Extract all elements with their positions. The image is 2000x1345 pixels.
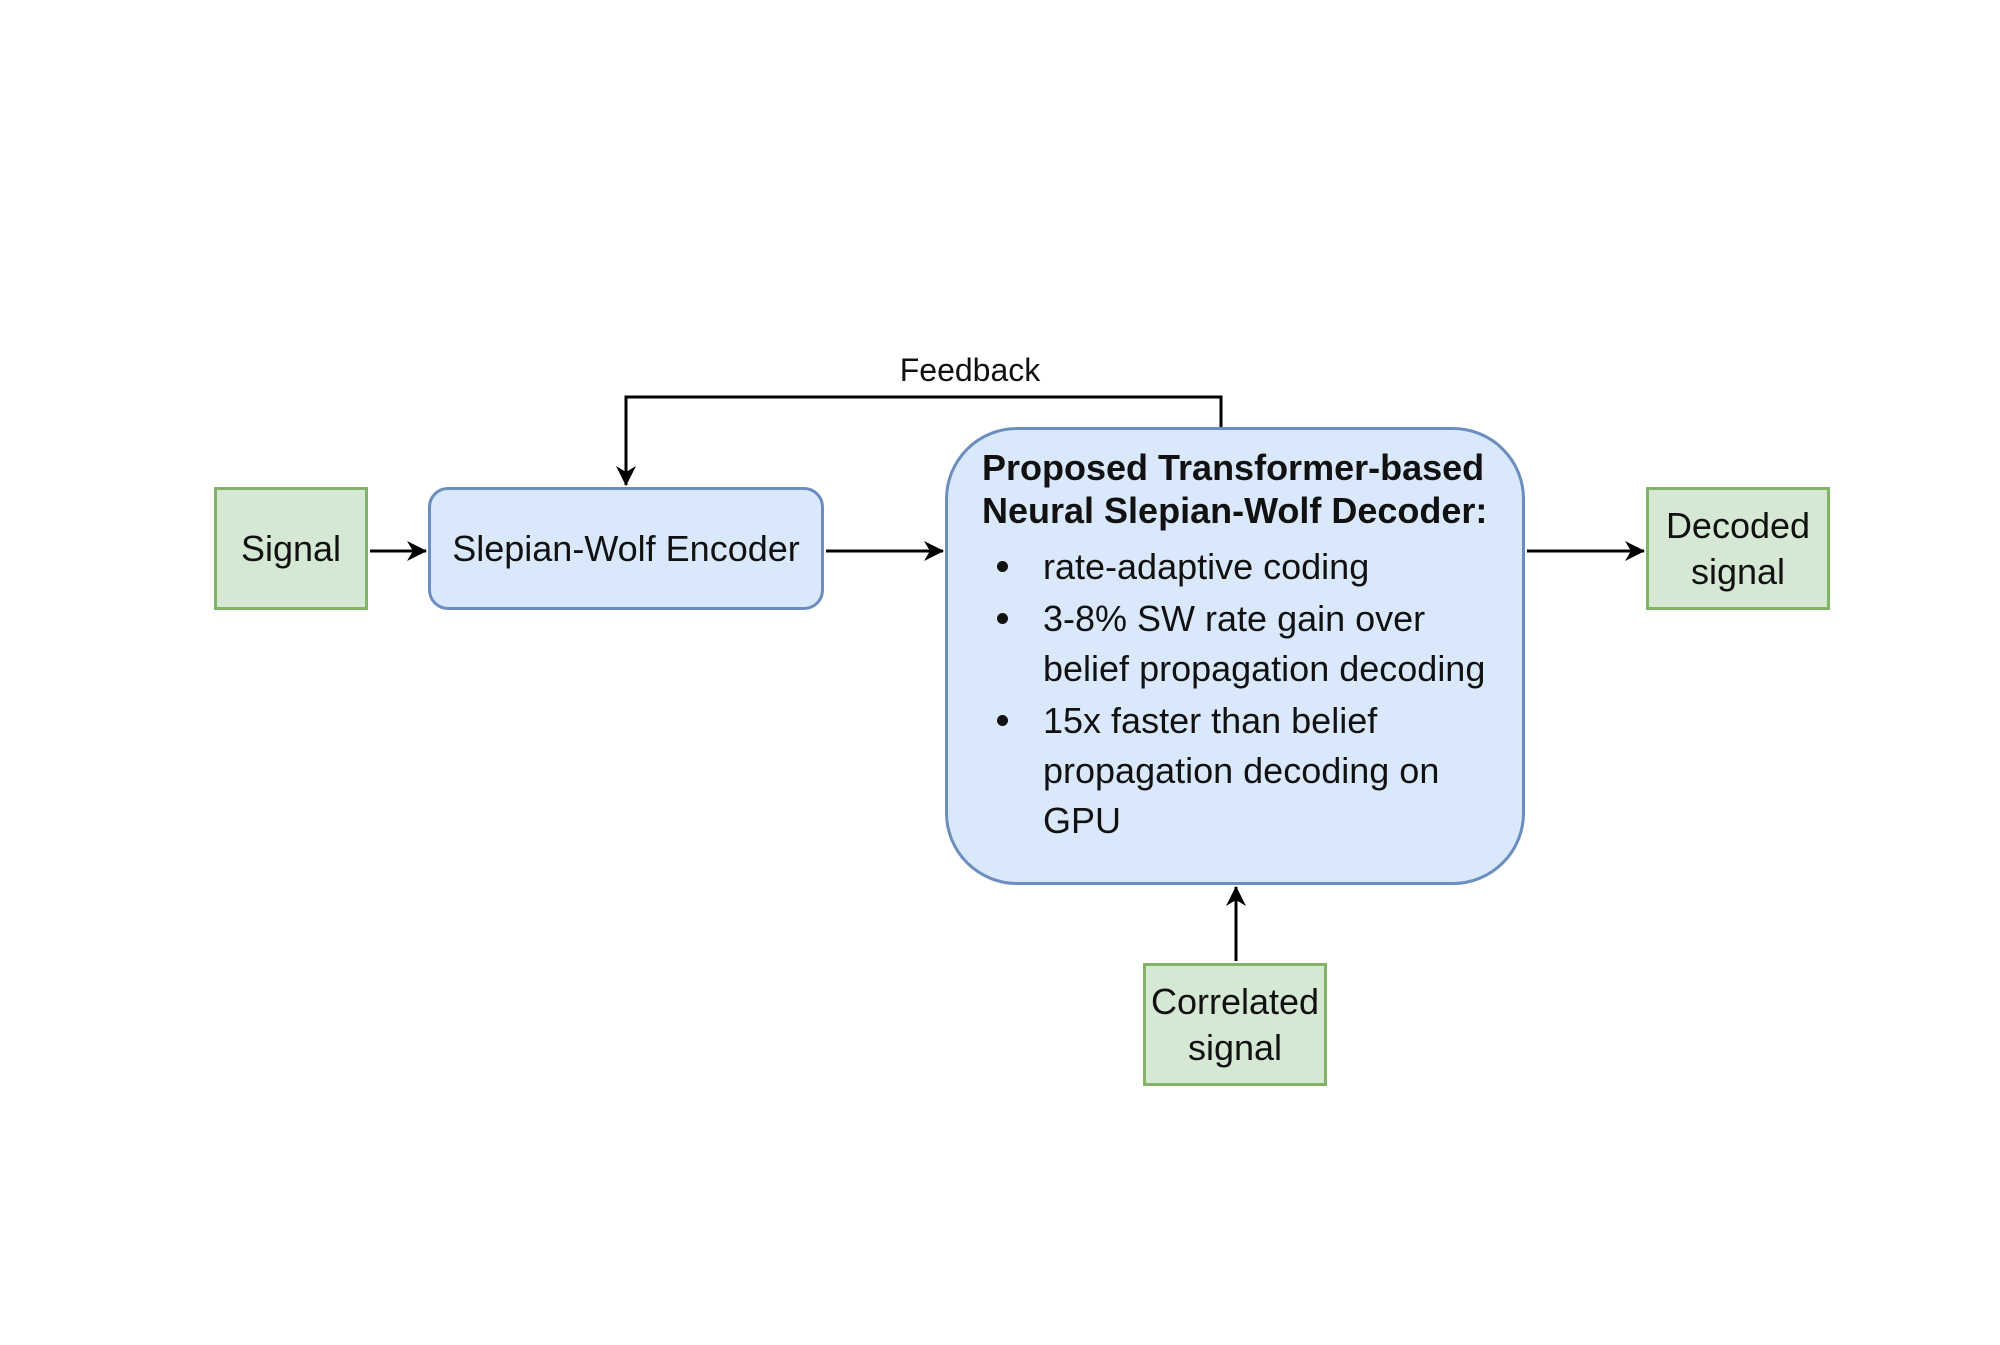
decoder-feature-text: rate-adaptive coding xyxy=(1043,546,1370,587)
decoder-feature-item: 3-8% SW rate gain over belief propagatio… xyxy=(982,594,1502,694)
decoder-feature-item: 15x faster than belief propagation decod… xyxy=(982,696,1502,846)
correlated-label-line-1: Correlated xyxy=(1150,980,1320,1022)
decoder-feature-list: rate-adaptive coding 3-8% SW rate gain o… xyxy=(982,542,1502,846)
bullet-icon xyxy=(997,613,1008,624)
correlated-signal-node: Correlated signal xyxy=(1143,963,1327,1086)
feedback-label: Feedback xyxy=(899,352,1041,388)
decoded-signal-node: Decoded signal xyxy=(1646,487,1830,610)
decoder-feature-text: 15x faster than belief propagation decod… xyxy=(1043,700,1440,841)
slepian-wolf-encoder-node: Slepian-Wolf Encoder xyxy=(428,487,824,610)
decoder-title-line-2: Neural Slepian-Wolf Decoder: xyxy=(982,490,1488,531)
bullet-icon xyxy=(997,715,1008,726)
neural-decoder-node: Proposed Transformer-based Neural Slepia… xyxy=(945,427,1525,885)
decoded-label-line-1: Decoded xyxy=(1665,504,1811,546)
encoder-label: Slepian-Wolf Encoder xyxy=(452,527,800,569)
correlated-label-line-2: signal xyxy=(1187,1026,1283,1068)
decoder-feature-item: rate-adaptive coding xyxy=(982,542,1502,592)
signal-node: Signal xyxy=(214,487,368,610)
decoder-title-line-1: Proposed Transformer-based xyxy=(982,447,1485,488)
decoded-label-line-2: signal xyxy=(1690,550,1786,592)
decoder-title: Proposed Transformer-based Neural Slepia… xyxy=(982,446,1502,532)
decoder-feature-text: 3-8% SW rate gain over belief propagatio… xyxy=(1043,598,1486,689)
bullet-icon xyxy=(997,561,1008,572)
signal-label: Signal xyxy=(240,527,342,569)
edge-feedback xyxy=(616,395,1223,486)
